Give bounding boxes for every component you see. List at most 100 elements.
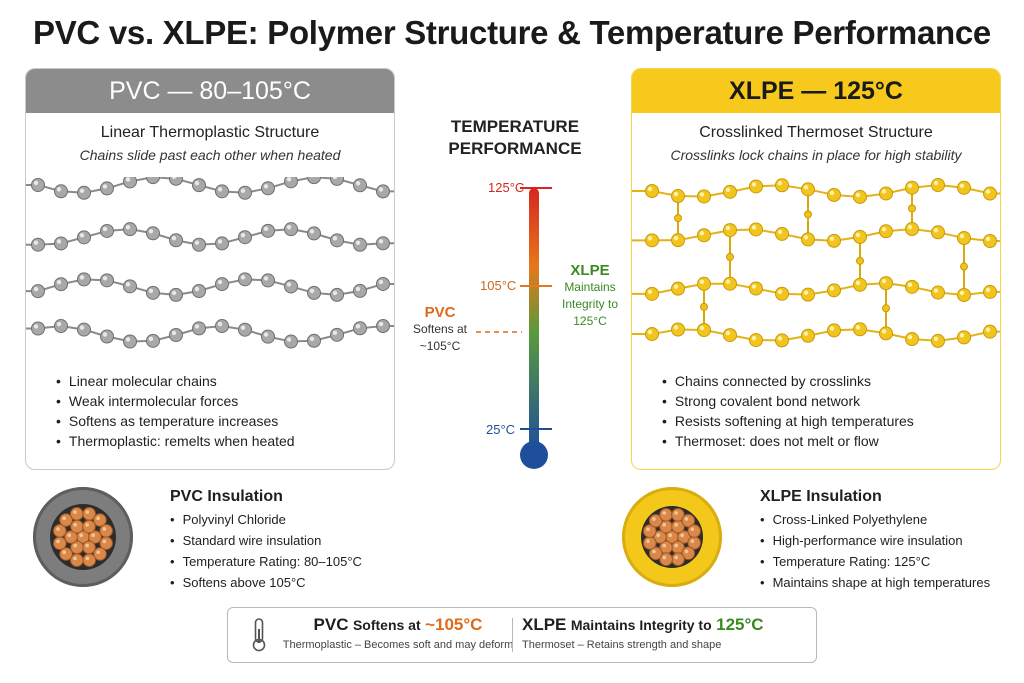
crosslink-node <box>960 262 968 271</box>
monomer-bead <box>169 327 183 342</box>
bead-highlight <box>378 187 384 192</box>
bead-highlight <box>933 180 939 186</box>
monomer-bead <box>853 189 867 204</box>
bead-highlight <box>699 192 705 197</box>
bead-highlight <box>751 335 757 341</box>
copper-strand <box>677 530 691 544</box>
bead-highlight <box>148 336 154 342</box>
xlpe-properties-list: Chains connected by crosslinks Strong co… <box>662 371 914 451</box>
bead-highlight <box>881 189 887 194</box>
pvc-linear-chains-illustration <box>26 177 394 349</box>
strand-highlight <box>85 543 89 548</box>
monomer-bead <box>376 319 390 334</box>
monomer-bead <box>330 233 344 248</box>
bead-highlight <box>673 284 679 289</box>
strand-highlight <box>646 539 650 543</box>
bead-highlight <box>79 188 85 193</box>
bead-highlight <box>102 226 108 232</box>
strand-highlight <box>73 510 77 514</box>
bead-highlight <box>217 239 223 244</box>
bead-highlight <box>148 229 154 234</box>
bead-highlight <box>309 336 315 341</box>
monomer-bead <box>215 277 229 292</box>
bead-highlight <box>56 187 62 192</box>
bead-highlight <box>751 284 757 289</box>
summary-xlpe-name: XLPE <box>522 615 567 634</box>
thermometer-diagram: 125°C 105°C 25°C PVC Softens at ~105°C X… <box>400 170 630 480</box>
monomer-bead <box>749 222 763 237</box>
copper-strand <box>671 552 685 567</box>
monomer-bead <box>723 276 737 291</box>
monomer-bead <box>697 323 711 338</box>
bead-highlight <box>56 239 62 244</box>
monomer-bead <box>192 321 206 336</box>
bead-highlight <box>33 286 39 292</box>
pvc-note-line: Softens at <box>412 322 468 336</box>
monomer-bead <box>376 276 390 291</box>
list-item: Cross-Linked Polyethylene <box>760 509 990 530</box>
monomer-bead <box>77 230 91 245</box>
monomer-bead <box>238 230 252 245</box>
thermometer-icon <box>476 187 552 469</box>
monomer-bead <box>957 287 971 302</box>
pvc-properties-list: Linear molecular chains Weak intermolecu… <box>56 371 295 451</box>
bead-highlight <box>194 180 200 186</box>
bead-highlight <box>673 191 679 197</box>
monomer-bead <box>307 177 321 185</box>
strand-highlight <box>674 523 678 527</box>
monomer-bead <box>775 286 789 301</box>
xlpe-wire-cross-section <box>622 487 722 587</box>
bead-highlight <box>378 279 384 285</box>
monomer-bead <box>31 237 45 252</box>
bead-highlight <box>673 325 679 330</box>
copper-strand <box>82 553 97 567</box>
monomer-bead <box>169 233 183 248</box>
monomer-bead <box>169 177 183 186</box>
bead-highlight <box>933 336 939 342</box>
strand-highlight <box>67 533 71 537</box>
list-item: Maintains shape at high temperatures <box>760 572 991 593</box>
xlpe-structure-subtitle: Crosslinks lock chains in place for high… <box>670 147 962 163</box>
monomer-bead <box>645 184 659 198</box>
monomer-bead <box>146 226 160 241</box>
monomer-bead <box>376 236 390 251</box>
xlpe-insulation-info: XLPE Insulation Cross-Linked Polyethylen… <box>760 486 990 593</box>
monomer-bead <box>77 322 91 337</box>
copper-strand <box>659 507 673 522</box>
copper-strand <box>93 513 107 527</box>
bead-highlight <box>803 331 809 336</box>
summary-pvc-text: Softens at <box>352 617 421 633</box>
bead-highlight <box>699 231 705 236</box>
bead-highlight <box>33 180 39 186</box>
bead-highlight <box>33 324 39 329</box>
monomer-bead <box>238 322 252 337</box>
bead-highlight <box>803 185 809 190</box>
copper-strand <box>88 530 102 544</box>
bead-highlight <box>829 190 835 196</box>
bead-highlight <box>194 240 200 245</box>
bead-highlight <box>263 184 269 189</box>
bead-highlight <box>907 183 913 188</box>
monomer-bead <box>261 181 275 196</box>
bead-highlight <box>217 279 223 285</box>
bead-highlight <box>171 236 177 241</box>
thermo-title-line: TEMPERATURE <box>450 117 580 136</box>
bead-highlight <box>959 183 965 188</box>
monomer-bead <box>879 326 893 341</box>
monomer-bead <box>307 333 321 348</box>
monomer-bead <box>723 184 737 199</box>
monomer-bead <box>238 185 252 200</box>
bead-highlight <box>647 186 653 192</box>
pvc-structure-title: Linear Thermoplastic Structure <box>100 124 320 141</box>
list-item: High-performance wire insulation <box>760 530 990 551</box>
strand-highlight <box>62 550 67 555</box>
bead-highlight <box>985 189 991 194</box>
bead-highlight <box>881 329 887 334</box>
monomer-bead <box>697 189 711 204</box>
polymer-chain-line <box>632 282 1000 296</box>
monomer-bead <box>261 273 275 288</box>
pvc-insulation-info: PVC Insulation Polyvinyl Chloride Standa… <box>170 486 362 593</box>
bead-highlight <box>263 332 269 337</box>
bead-highlight <box>171 330 177 336</box>
monomer-bead <box>376 184 390 199</box>
